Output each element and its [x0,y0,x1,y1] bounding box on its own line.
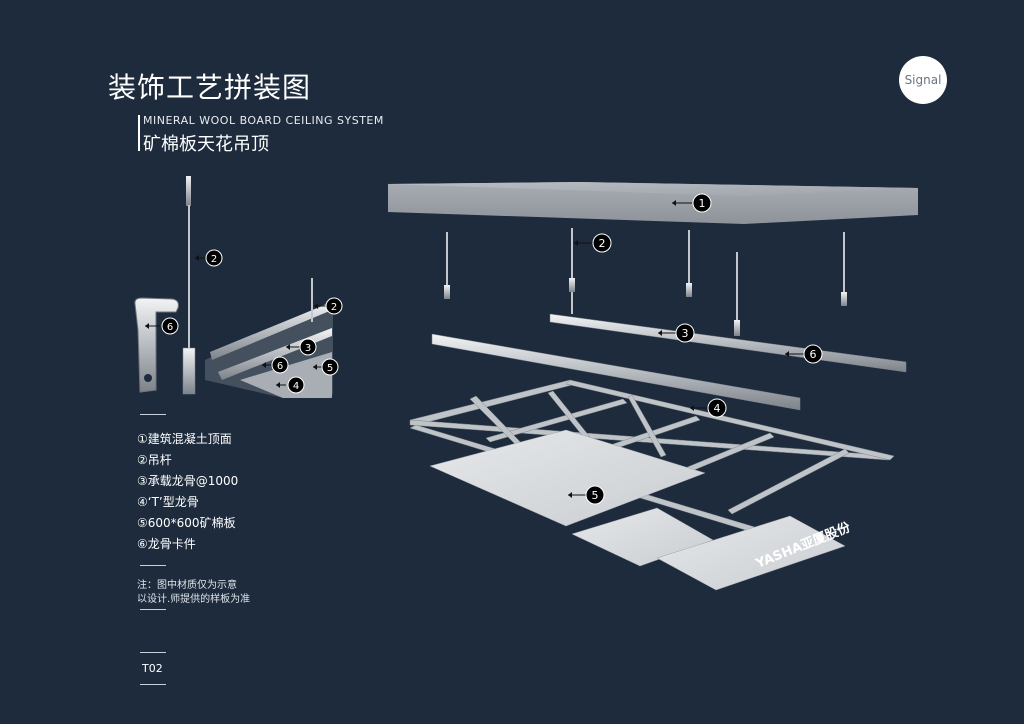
legend-item-main-channel: ③承载龙骨@1000 [137,474,239,488]
legend-item-board: ⑤600*600矿棉板 [137,516,236,530]
code-bottom-rule [140,684,166,685]
marker-6-left-inset: 6 [271,356,289,374]
marker-2-rod: 2 [592,233,612,253]
legend-item-hanger-rod: ②吊杆 [137,453,172,467]
carrying-channel [431,333,801,411]
marker-4-tbar: 4 [707,398,727,418]
clip-detail [134,297,179,393]
legend-item-t-bar: ④‘T’型龙骨 [137,495,199,509]
legend-item-clip: ⑥龙骨卡件 [137,537,196,551]
svg-text:2: 2 [599,237,606,250]
marker-6-left-clip: 6 [161,317,179,335]
marker-2-left-inset: 2 [325,297,343,315]
svg-text:2: 2 [331,302,337,313]
mineral-wool-boards [429,429,846,591]
page-code: T02 [142,662,163,675]
subtitle-bar [138,115,140,151]
svg-text:4: 4 [714,402,721,415]
legend-item-concrete: ①建筑混凝土顶面 [137,432,232,446]
brand-badge: Signal [899,56,947,104]
marker-group: 2 6 2 3 6 5 4 1 2 3 6 4 5 [161,193,823,505]
marker-5-left-inset: 5 [321,358,339,376]
concrete-slab [388,182,918,224]
svg-text:4: 4 [293,381,299,392]
marker-4-left-inset: 4 [287,376,305,394]
svg-text:3: 3 [305,343,311,354]
hanger-rod-detail [182,176,196,395]
note-rule [140,609,166,610]
marker-5-board: 5 [585,485,605,505]
svg-text:6: 6 [810,348,817,361]
svg-text:5: 5 [592,489,599,502]
brand-label: Signal [904,73,942,87]
svg-text:2: 2 [211,254,217,265]
svg-text:3: 3 [682,327,689,340]
svg-text:6: 6 [277,361,283,372]
main-channel [549,313,907,373]
legend-top-rule [140,414,166,415]
marker-1-slab: 1 [692,193,712,213]
svg-text:6: 6 [167,322,173,333]
svg-text:5: 5 [327,363,333,374]
subtitle-english: MINERAL WOOL BOARD CEILING SYSTEM [143,114,384,127]
marker-6-clip: 6 [803,344,823,364]
leader-arrowheads [145,200,789,498]
note-line-1: 注：图中材质仅为示意 [137,580,237,591]
subtitle-chinese: 矿棉板天花吊顶 [143,134,269,155]
marker-3-channel: 3 [675,323,695,343]
marker-3-left-inset: 3 [299,338,317,356]
rail-inset-detail [205,278,333,398]
legend-bottom-rule [140,565,166,566]
code-top-rule [140,652,166,653]
marker-2-left-rod: 2 [205,249,223,267]
hanger-rods [444,228,847,336]
note-line-2: 以设计.师提供的样板为准 [137,594,251,605]
page-title: 装饰工艺拼装图 [108,71,312,104]
svg-text:1: 1 [699,197,706,210]
